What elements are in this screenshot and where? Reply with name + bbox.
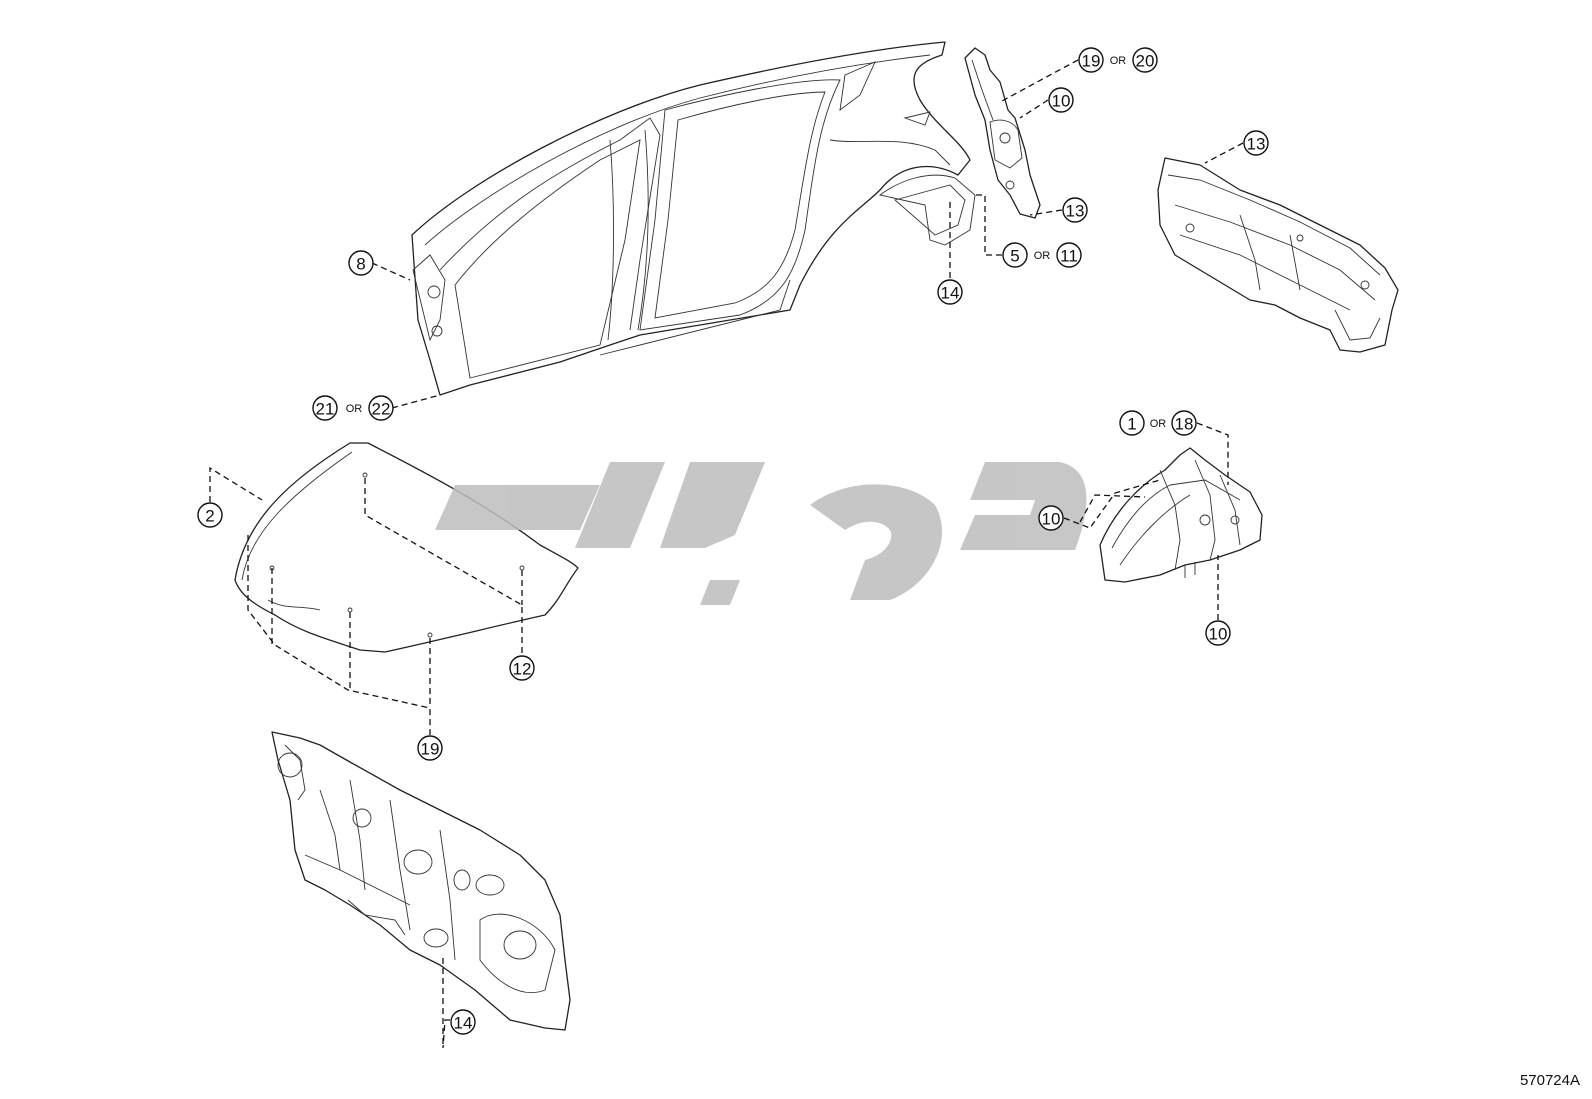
callout-label: 19 [421, 740, 440, 759]
callout-21: 21 [312, 395, 338, 421]
callout-10-apron-bottom: 10 [1205, 620, 1231, 646]
callout-label: 1 [1127, 415, 1136, 434]
callout-label: 10 [1042, 510, 1061, 529]
hood-panel [234, 442, 579, 653]
callout-10-pillar: 10 [1048, 87, 1074, 113]
callout-13-pillar: 13 [1062, 197, 1088, 223]
callout-11: 11 [1056, 242, 1082, 268]
callout-20: 20 [1132, 47, 1158, 73]
callout-18: 18 [1171, 410, 1197, 436]
callout-22: 22 [368, 395, 394, 421]
side-body-panel [411, 41, 976, 396]
rear-floor-panel [1157, 157, 1399, 353]
callout-label: 5 [1010, 247, 1019, 266]
callout-label: 13 [1247, 135, 1266, 154]
callout-19-hood: 19 [417, 735, 443, 761]
callout-label: 10 [1052, 92, 1071, 111]
dash-panel [271, 731, 571, 1031]
callout-label: 22 [372, 400, 391, 419]
callout-label: 14 [454, 1014, 473, 1033]
callout-14-side: 14 [937, 279, 963, 305]
callout-5: 5 [1002, 242, 1028, 268]
callout-label: 10 [1209, 625, 1228, 644]
callout-12: 12 [509, 655, 535, 681]
callout-label: 2 [205, 507, 214, 526]
or-label: OR [1034, 250, 1051, 262]
or-label: OR [1110, 55, 1127, 67]
callout-2: 2 [197, 502, 223, 528]
diagram-code: 570724A [1519, 1072, 1580, 1089]
front-wheel-apron [1099, 447, 1263, 583]
callout-label: 13 [1066, 202, 1085, 221]
callout-label: 14 [941, 284, 960, 303]
callout-8: 8 [348, 250, 374, 276]
callout-10-apron-left: 10 [1038, 505, 1064, 531]
callout-label: 18 [1175, 415, 1194, 434]
callout-label: 19 [1082, 52, 1101, 71]
or-label: OR [1150, 418, 1167, 430]
leader-lines [209, 59, 1244, 1049]
callout-14-dash: 14 [450, 1009, 476, 1035]
or-label: OR [346, 403, 363, 415]
callout-19-top: 19 [1078, 47, 1104, 73]
callout-label: 8 [356, 255, 365, 274]
callout-13-floor: 13 [1243, 130, 1269, 156]
callout-label: 11 [1060, 247, 1078, 266]
rear-pillar-reinforcement [964, 47, 1041, 219]
callout-label: 21 [316, 400, 335, 419]
watermark-logo [435, 462, 1087, 605]
callout-1: 1 [1119, 410, 1145, 436]
callout-label: 20 [1136, 52, 1155, 71]
callout-label: 12 [513, 660, 532, 679]
